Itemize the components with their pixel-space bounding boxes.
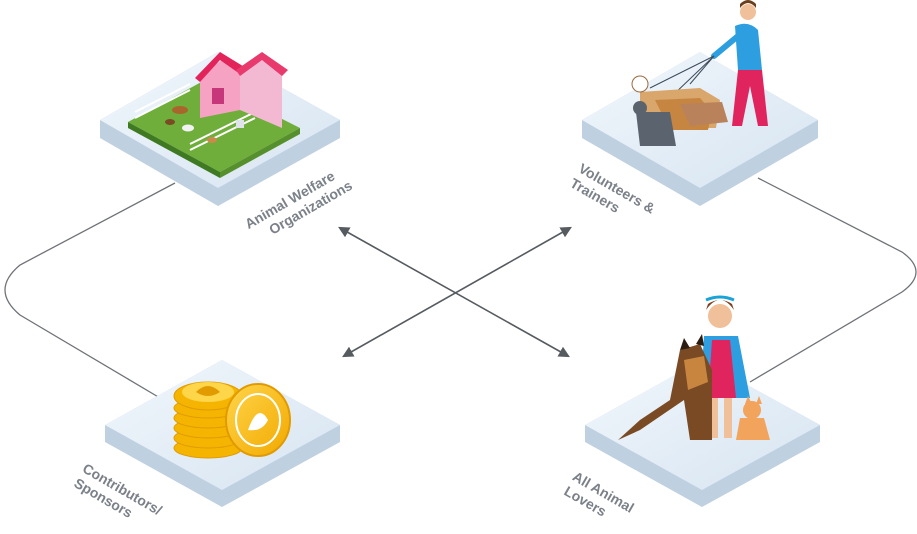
connector-left bbox=[4, 182, 176, 399]
platform-volunteers bbox=[582, 0, 818, 206]
coins-illustration bbox=[173, 381, 291, 459]
dog-walker-illustration bbox=[631, 0, 768, 146]
platform-animal-welfare bbox=[100, 52, 340, 206]
farm-illustration bbox=[128, 52, 300, 178]
connector-right bbox=[749, 177, 917, 383]
arrow-welfare-to-lovers bbox=[338, 226, 570, 358]
woman-with-pets-illustration bbox=[618, 295, 770, 440]
platform-animal-lovers bbox=[585, 295, 820, 507]
platform-contributors bbox=[105, 360, 340, 507]
arrow-volunteers-to-sponsors bbox=[342, 226, 572, 358]
